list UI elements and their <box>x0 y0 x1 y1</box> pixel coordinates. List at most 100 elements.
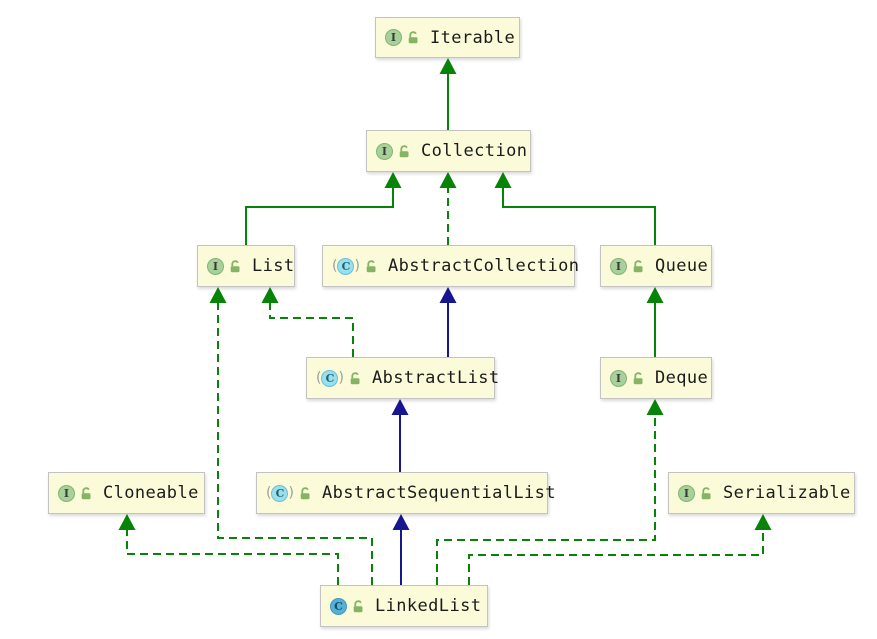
class-node-deque[interactable]: I Deque <box>600 357 712 399</box>
interface-icon: I <box>610 257 627 275</box>
abstract-class-icon: C <box>321 369 339 387</box>
node-icons: (C) <box>332 257 378 275</box>
edge-abstract-sequential-list-abstract-list-extends <box>391 399 409 472</box>
class-name-label: LinkedList <box>375 596 482 616</box>
arrowhead-icon <box>754 514 772 530</box>
edge-line <box>436 413 656 585</box>
class-name-label: Cloneable <box>103 483 199 503</box>
edge-linked-list-abstract-sequential-list-extends <box>392 514 410 585</box>
lock-icon <box>399 144 409 157</box>
arrowhead-icon <box>261 287 279 303</box>
edge-abstract-list-abstract-collection-extends <box>439 287 457 357</box>
interface-icon: I <box>376 142 393 160</box>
class-node-collection[interactable]: I Collection <box>366 130 531 172</box>
class-name-label: Serializable <box>723 483 851 503</box>
edge-linked-list-cloneable-implements <box>118 514 339 585</box>
edge-linked-list-serializable-implements <box>468 514 772 585</box>
node-icons: I <box>610 369 645 387</box>
interface-icon: I <box>678 484 695 502</box>
node-icons: I <box>678 484 713 502</box>
abstract-paren-left-icon: ( <box>316 370 322 386</box>
class-name-label: Deque <box>655 368 709 388</box>
lock-icon <box>350 371 360 384</box>
class-node-abstract-sequential-list[interactable]: (C)AbstractSequentialList <box>256 472 556 514</box>
class-name-label: Queue <box>655 256 709 276</box>
class-node-list[interactable]: I List <box>197 245 295 287</box>
abstract-class-icon: C <box>337 257 355 275</box>
edge-linked-list-deque-implements <box>436 399 664 585</box>
class-node-serializable[interactable]: I Serializable <box>668 472 855 514</box>
arrowhead-icon <box>646 399 664 415</box>
abstract-paren-left-icon: ( <box>266 485 272 501</box>
lock-icon <box>230 259 240 272</box>
class-node-queue[interactable]: I Queue <box>600 245 712 287</box>
arrowhead-icon <box>209 287 227 303</box>
interface-icon: I <box>207 257 224 275</box>
interface-icon: I <box>610 369 627 387</box>
edge-line <box>217 301 373 585</box>
lock-icon <box>633 259 643 272</box>
edge-collection-iterable-extends <box>439 58 457 130</box>
edge-line <box>468 528 764 585</box>
abstract-paren-left-icon: ( <box>332 258 338 274</box>
lock-icon-wrap <box>228 259 242 274</box>
class-name-label: Iterable <box>430 27 516 48</box>
abstract-class-icon: C <box>271 484 289 502</box>
edge-linked-list-list-implements <box>209 287 373 585</box>
lock-icon <box>701 486 711 499</box>
lock-icon-wrap <box>699 486 713 501</box>
edge-abstract-collection-collection-implements <box>439 172 457 245</box>
lock-icon-wrap <box>298 486 312 501</box>
node-icons: (C) <box>316 369 362 387</box>
lock-icon-wrap <box>79 486 93 501</box>
edge-line <box>502 186 656 245</box>
lock-icon-wrap <box>351 599 365 614</box>
class-node-cloneable[interactable]: I Cloneable <box>48 472 205 514</box>
interface-icon: I <box>58 484 75 502</box>
node-icons: I <box>610 257 645 275</box>
lock-icon <box>300 486 310 499</box>
lock-icon <box>366 259 376 272</box>
edge-queue-collection-extends <box>494 172 656 245</box>
node-icons: C <box>330 597 365 615</box>
lock-icon-wrap <box>406 30 420 45</box>
edge-line <box>245 186 394 245</box>
edge-line <box>269 301 354 357</box>
abstract-paren-right-icon: ) <box>288 485 294 501</box>
arrowhead-icon <box>118 514 136 530</box>
lock-icon <box>633 371 643 384</box>
interface-icon: I <box>385 29 402 46</box>
arrowhead-icon <box>646 287 664 303</box>
edge-line <box>126 528 339 585</box>
lock-icon <box>81 486 91 499</box>
arrowhead-icon <box>439 172 457 188</box>
node-icons: I <box>58 484 93 502</box>
edge-list-collection-extends <box>245 172 402 245</box>
class-icon: C <box>330 597 347 615</box>
class-node-abstract-collection[interactable]: (C) AbstractCollection <box>322 245 579 287</box>
lock-icon-wrap <box>631 259 645 274</box>
class-node-abstract-list[interactable]: (C)AbstractList <box>306 357 499 399</box>
edge-abstract-list-list-implements <box>261 287 354 357</box>
abstract-paren-right-icon: ) <box>338 370 344 386</box>
abstract-paren-right-icon: ) <box>354 258 360 274</box>
lock-icon <box>353 599 363 612</box>
class-name-label: AbstractCollection <box>387 256 580 276</box>
lock-icon-wrap <box>397 144 411 159</box>
node-icons: I <box>385 29 420 46</box>
arrowhead-icon <box>439 287 457 303</box>
lock-icon-wrap <box>364 259 378 274</box>
edge-deque-queue-extends <box>646 287 664 357</box>
arrowhead-icon <box>494 172 512 188</box>
node-icons: I <box>376 142 411 160</box>
class-name-label: List <box>252 256 295 276</box>
class-node-linked-list[interactable]: C LinkedList <box>320 585 488 627</box>
lock-icon-wrap <box>348 371 362 386</box>
class-name-label: Collection <box>421 141 528 161</box>
lock-icon <box>408 31 418 44</box>
node-icons: I <box>207 257 242 275</box>
class-node-iterable[interactable]: I Iterable <box>375 17 520 58</box>
arrowhead-icon <box>439 58 457 74</box>
